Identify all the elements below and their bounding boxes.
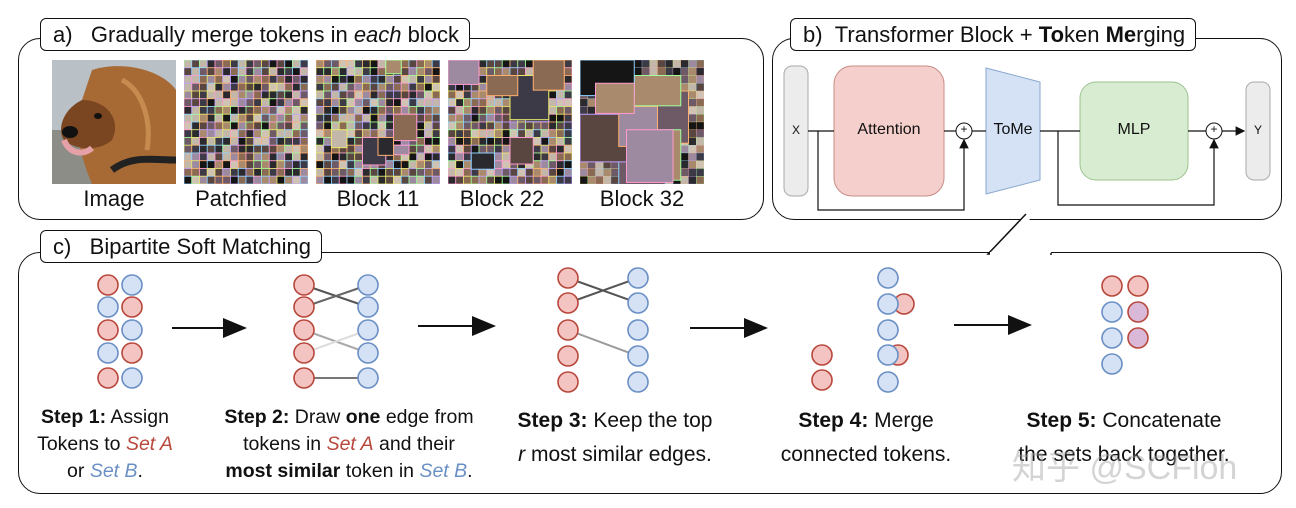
tile-label-block11: Block 11 — [336, 186, 420, 211]
panel-c-title: c) Bipartite Soft Matching — [40, 230, 323, 263]
block32-tile — [580, 60, 704, 184]
block11-tile — [316, 60, 440, 184]
step-1-text: Step 1: Assign Tokens to Set A or Set B. — [37, 406, 173, 482]
tile-label-block32: Block 32 — [599, 186, 685, 211]
plus-sign-1: + — [960, 122, 968, 136]
step-2-text: Step 2: Draw one edge from tokens in Set… — [224, 406, 474, 482]
step-5-text: Step 5: Concatenate the sets back togeth… — [1018, 409, 1230, 466]
step-3-text: Step 3: Keep the top r most similar edge… — [517, 409, 713, 466]
panel-b-title: b) Transformer Block + Token Merging — [790, 18, 1197, 51]
panel-a-title: a) Gradually merge tokens in each block — [40, 18, 471, 51]
mlp-label: MLP — [1117, 121, 1151, 138]
tile-label-image: Image — [83, 186, 145, 211]
plus-sign-2: + — [1210, 122, 1218, 136]
block22-tile — [448, 60, 572, 184]
watermark: 知乎 @SCFloh — [1012, 449, 1238, 487]
step-4-text: Step 4: Merge connected tokens. — [780, 409, 952, 466]
tome-label: ToMe — [993, 121, 1033, 138]
attention-label: Attention — [857, 121, 921, 138]
dog-image — [52, 60, 176, 184]
y-label: Y — [1253, 123, 1262, 137]
x-label: X — [791, 123, 800, 137]
tile-label-block22: Block 22 — [459, 186, 545, 211]
panel-c — [18, 252, 1282, 494]
patchified-tile — [184, 60, 308, 184]
tile-label-patchfied: Patchfied — [195, 186, 287, 211]
